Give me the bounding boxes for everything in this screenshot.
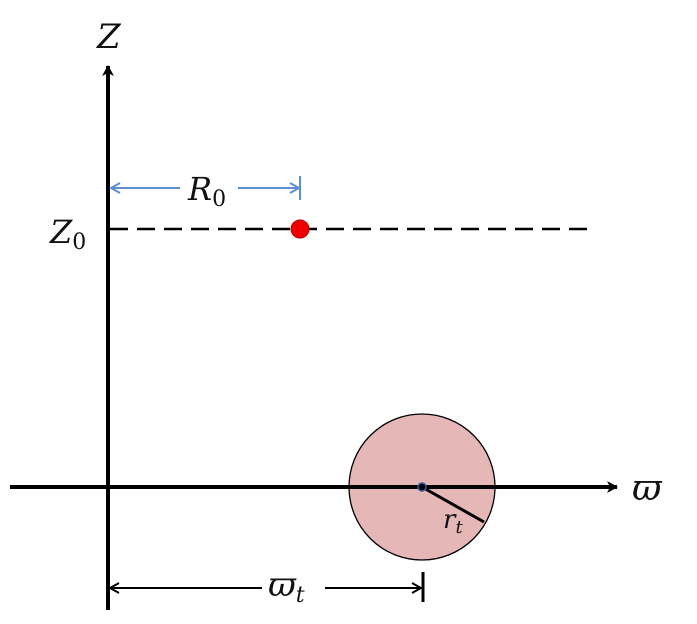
rt-label: rt [443, 505, 463, 538]
circle-center [417, 482, 427, 492]
z-axis-label: Z [96, 17, 122, 57]
radius-line [421, 485, 485, 524]
z0-label: Z0 [49, 213, 86, 255]
wt-label: ϖt [268, 565, 305, 608]
r0-label: R0 [187, 170, 226, 212]
red-point [290, 219, 310, 239]
w-axis-label: ϖ [632, 468, 663, 509]
